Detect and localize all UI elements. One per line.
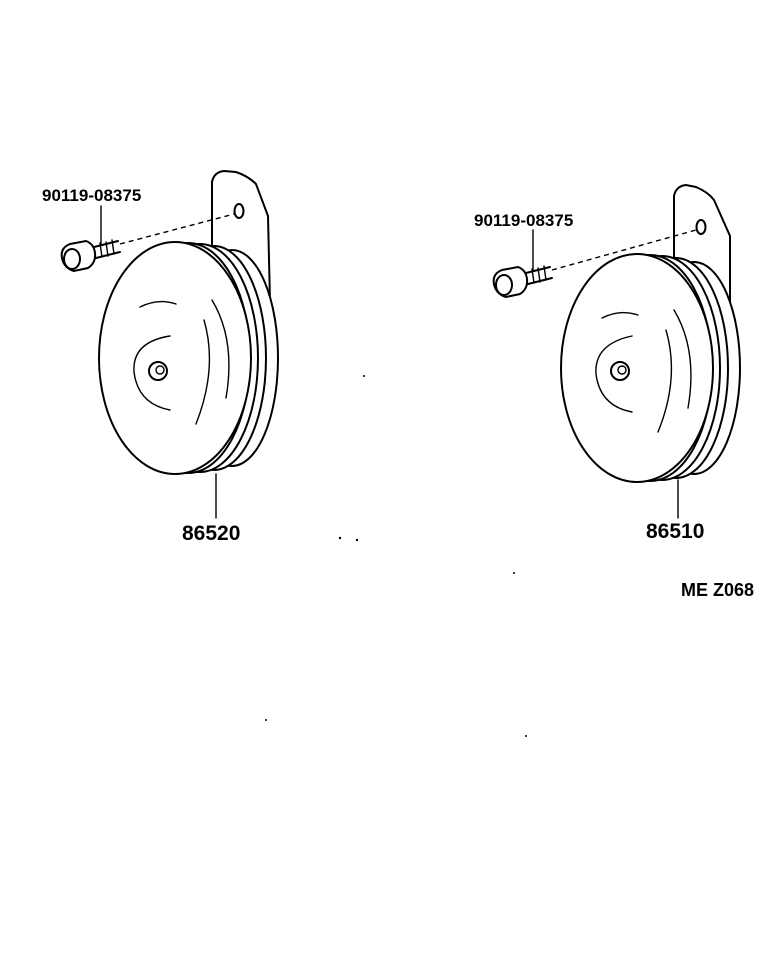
drawing-reference: ME Z068	[681, 580, 754, 600]
right-horn-assembly	[492, 183, 741, 519]
left-horn-part-number: 86520	[182, 522, 240, 545]
right-bolt	[492, 229, 697, 299]
left-bolt	[60, 213, 235, 273]
left-bracket-hole	[233, 203, 245, 219]
left-horn-face	[98, 241, 252, 475]
right-bolt-part-number: 90119-08375	[474, 211, 573, 230]
right-bracket-hole	[695, 219, 707, 235]
left-bolt-part-number: 90119-08375	[42, 186, 141, 205]
left-horn-assembly	[60, 169, 279, 519]
right-horn-part-number: 86510	[646, 520, 704, 543]
